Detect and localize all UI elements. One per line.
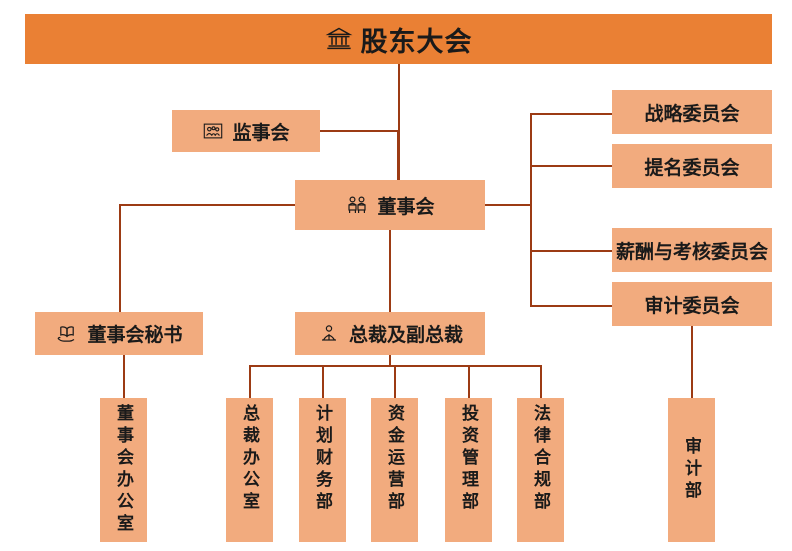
node-label: 总裁办公室 [240, 404, 259, 514]
node-dept-legal-compliance[interactable]: 法律合规部 [517, 398, 564, 542]
connector-board-to-committees [485, 204, 532, 206]
node-committee-nomination[interactable]: 提名委员会 [612, 144, 772, 188]
connector-committee-4 [530, 305, 612, 307]
node-shareholders-meeting[interactable]: 股东大会 [25, 14, 772, 64]
node-dept-investment-management[interactable]: 投资管理部 [445, 398, 492, 542]
node-dept-planning-finance[interactable]: 计划财务部 [299, 398, 346, 542]
node-label: 审计委员会 [644, 295, 740, 317]
node-board-of-supervisors[interactable]: 监事会 [172, 110, 320, 152]
node-label: 战略委员会 [644, 103, 740, 125]
node-label: 监事会 [232, 122, 290, 144]
connector-board-to-president [389, 230, 391, 312]
connector-audit-to-dept [691, 325, 693, 398]
connector-supervisory-stub [397, 130, 399, 182]
node-label: 提名委员会 [644, 157, 740, 179]
connector-secretary-to-office [123, 355, 125, 398]
node-committee-compensation[interactable]: 薪酬与考核委员会 [612, 228, 772, 272]
node-dept-capital-operations[interactable]: 资金运营部 [371, 398, 418, 542]
connector-dept-drop-4 [468, 365, 470, 398]
node-label: 资金运营部 [385, 404, 404, 514]
node-label: 董事会秘书 [87, 325, 183, 346]
connector-committee-3 [530, 250, 612, 252]
connector-dept-drop-1 [249, 365, 251, 398]
node-board-secretary[interactable]: 董事会秘书 [35, 312, 203, 355]
connector-committee-2 [530, 165, 612, 167]
node-label: 总裁及副总裁 [348, 325, 463, 346]
node-label: 董事会 [377, 196, 435, 218]
people-group-icon [202, 120, 224, 142]
node-committee-audit[interactable]: 审计委员会 [612, 282, 772, 326]
node-board-of-directors[interactable]: 董事会 [295, 180, 485, 230]
node-dept-board-office[interactable]: 董事会办公室 [100, 398, 147, 542]
person-speaker-icon [317, 322, 341, 346]
node-label: 股东大会 [360, 26, 473, 57]
node-dept-audit[interactable]: 审计部 [668, 398, 715, 542]
node-committee-strategy[interactable]: 战略委员会 [612, 90, 772, 134]
connector-board-to-supervisory [320, 130, 398, 132]
node-label: 审计部 [682, 437, 701, 503]
book-on-hand-icon [55, 322, 79, 346]
node-dept-president-office[interactable]: 总裁办公室 [226, 398, 273, 542]
node-label: 法律合规部 [531, 404, 550, 514]
node-label: 薪酬与考核委员会 [615, 241, 768, 263]
node-label: 投资管理部 [459, 404, 478, 514]
two-people-icon [345, 193, 369, 217]
bank-building-icon [325, 25, 353, 53]
connector-dept-drop-3 [394, 365, 396, 398]
connector-committee-1 [530, 113, 612, 115]
connector-committee-trunk [530, 113, 532, 307]
connector-banner-to-board [398, 64, 400, 180]
connector-board-to-secretary-h [119, 204, 295, 206]
connector-board-to-secretary-v [119, 204, 121, 312]
node-label: 计划财务部 [313, 404, 332, 514]
connector-dept-drop-5 [540, 365, 542, 398]
node-president-and-vice-presidents[interactable]: 总裁及副总裁 [295, 312, 485, 355]
node-label: 董事会办公室 [114, 404, 133, 536]
connector-president-drop [389, 355, 391, 367]
connector-dept-drop-2 [322, 365, 324, 398]
